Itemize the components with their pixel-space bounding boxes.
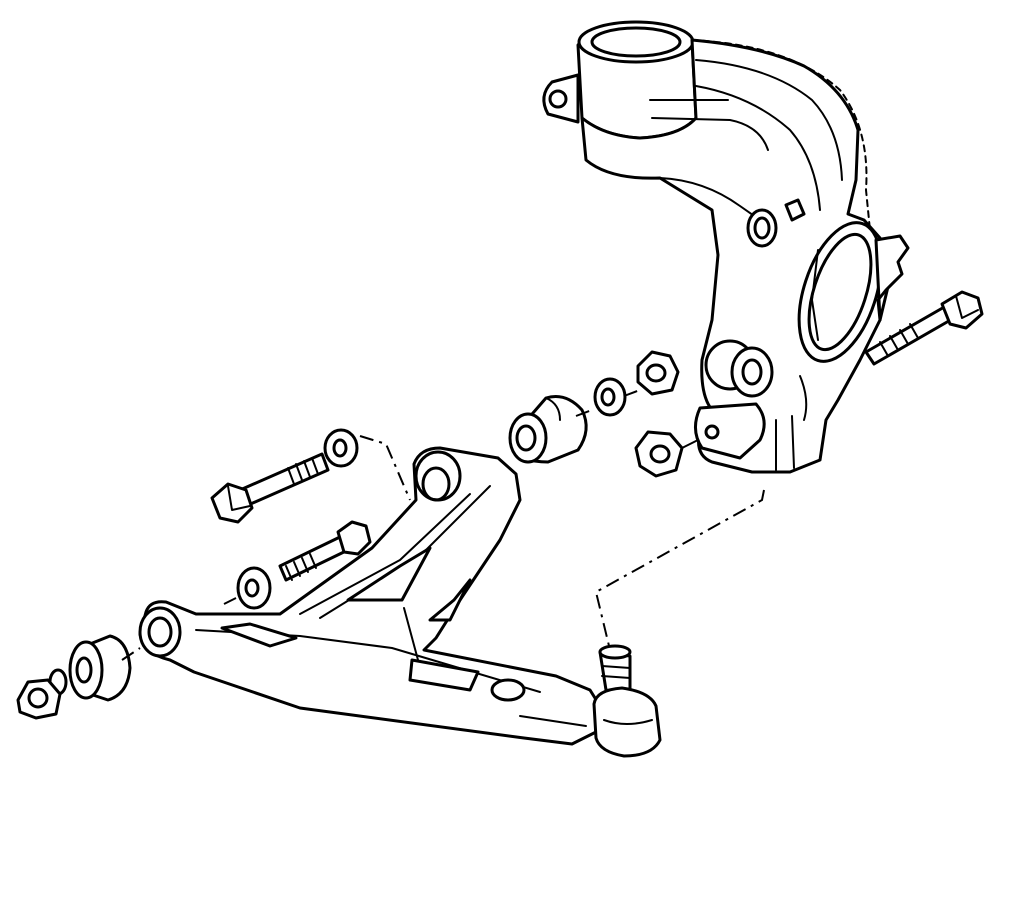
long-pivot-bolt xyxy=(210,452,330,524)
lower-control-arm xyxy=(138,446,602,746)
front-bushing xyxy=(68,634,132,702)
self-locking-nut xyxy=(16,678,62,720)
self-locking-nut xyxy=(634,430,699,478)
steering-knuckle xyxy=(542,20,910,474)
washer xyxy=(593,377,627,417)
short-pivot-bolt xyxy=(278,520,372,582)
washer xyxy=(323,428,359,468)
self-locking-nut xyxy=(636,350,680,396)
assembly-centerline xyxy=(121,389,765,661)
rear-bushing xyxy=(508,395,588,464)
ball-joint xyxy=(592,644,662,758)
knuckle-pinch-bolt xyxy=(864,290,984,366)
washer xyxy=(236,566,272,610)
